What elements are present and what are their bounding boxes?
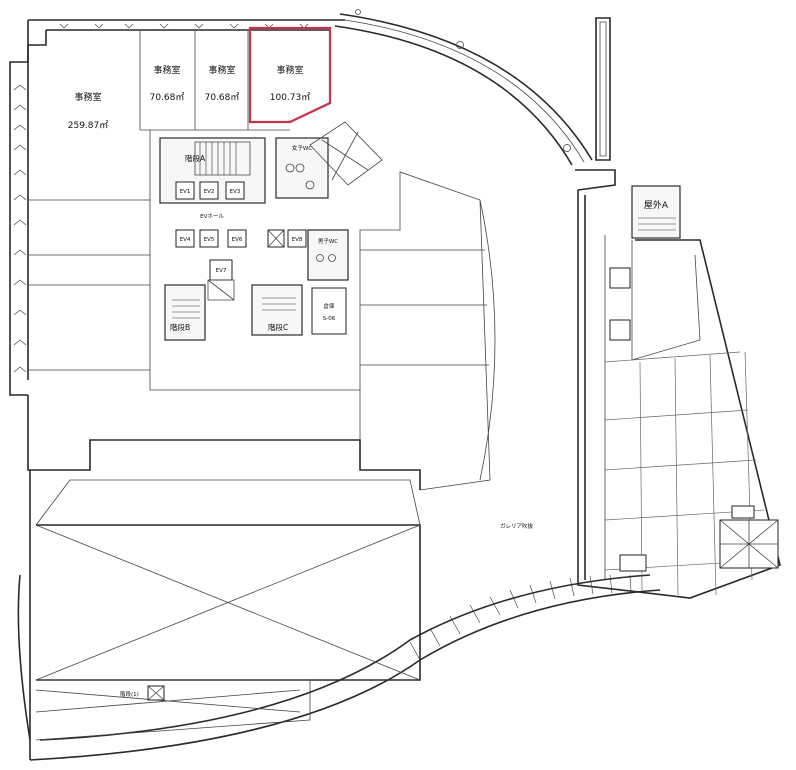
office-large-area: 259.87㎡ (68, 120, 109, 131)
elevator-7: EV7 (216, 268, 227, 274)
elevator-8: EV8 (292, 237, 303, 243)
elevator-4: EV4 (180, 237, 191, 243)
elevator-6: EV6 (232, 237, 243, 243)
office-c-name: 事務室 (276, 64, 303, 76)
office-c-area: 100.73㎡ (270, 92, 311, 103)
elevator-1: EV1 (180, 189, 191, 195)
elevator-hall-label: EVホール (200, 213, 224, 220)
office-a[interactable]: 事務室 70.68㎡ (150, 64, 185, 103)
atrium-void: 階段(1) (35, 479, 421, 741)
central-zone (359, 171, 496, 491)
office-grid (28, 30, 361, 440)
stair-1-label: 階段(1) (120, 690, 139, 698)
office-large-name: 事務室 (74, 91, 101, 103)
office-c-highlighted[interactable]: 事務室 100.73㎡ (248, 26, 332, 124)
building-core: 階段A EV1 EV2 EV3 EVホール EV4 EV5 EV6 EV8 EV… (159, 121, 383, 341)
office-a-area: 70.68㎡ (150, 92, 185, 103)
office-large[interactable]: 事務室 259.87㎡ (68, 91, 109, 131)
storage-id: S-06 (323, 316, 336, 322)
stair-b-label: 階段B (170, 322, 190, 332)
stair-a-label: 階段A (185, 153, 206, 163)
elevator-3: EV3 (230, 189, 241, 195)
mens-wc-label: 男子WC (318, 238, 338, 245)
outdoor-a-label: 屋外A (644, 199, 669, 211)
office-b[interactable]: 事務室 70.68㎡ (205, 64, 240, 103)
storage-label: 倉庫 (323, 302, 335, 310)
womens-wc-label: 女子WC (292, 144, 312, 152)
building-outline (9, 9, 781, 761)
stair-c-label: 階段C (268, 322, 288, 332)
office-b-area: 70.68㎡ (205, 92, 240, 103)
office-a-name: 事務室 (153, 64, 180, 76)
office-b-name: 事務室 (208, 64, 235, 76)
elevator-2: EV2 (204, 189, 215, 195)
right-wing: 屋外A (604, 185, 779, 596)
galleria-label: ガレリア吹抜 (500, 522, 534, 530)
elevator-5: EV5 (204, 237, 215, 243)
